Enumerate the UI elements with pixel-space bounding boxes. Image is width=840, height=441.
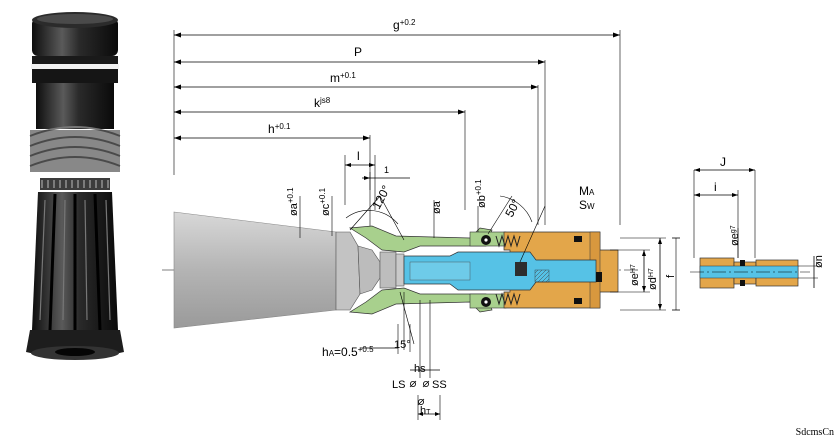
label-sw: SW <box>579 198 595 212</box>
section-view <box>162 195 666 420</box>
dim-b: øb+0.1 <box>474 179 488 208</box>
dim-g: g+0.2 <box>393 18 416 32</box>
tool-holder-cone <box>173 211 337 329</box>
dim-j: J <box>720 155 726 169</box>
dimension-labels: g+0.2 P m+0.1 kjs8 h+0.1 l 1 <box>268 18 416 175</box>
dim-a-second: øa <box>431 200 443 214</box>
label-ss: SS <box>432 379 447 391</box>
dim-l: l <box>357 149 360 163</box>
f-dimension: f <box>665 237 680 311</box>
dim-h: h+0.1 <box>268 122 291 136</box>
dim-m: m+0.1 <box>330 71 356 85</box>
dim-d: ødH7 <box>647 268 659 290</box>
dim-ha: hA=0.5+0.5 <box>322 345 374 359</box>
label-ma: MA <box>579 184 595 198</box>
dim-a: øa+0.1 <box>286 187 300 216</box>
dim-k: kjs8 <box>314 96 331 110</box>
spring-lower <box>495 292 521 306</box>
dim-hs: hs <box>414 363 426 375</box>
watermark: SdcmsCn <box>795 427 834 438</box>
coolant-tube-part: J i øeg7 øn <box>690 155 825 289</box>
dim-f: f <box>665 274 677 278</box>
collet-photo <box>26 12 124 360</box>
dim-e: øeH7 <box>629 264 641 286</box>
dim-angle-15: 15° <box>394 339 411 351</box>
dim-angle-120: 120° <box>369 183 393 212</box>
dimension-lines <box>173 30 621 232</box>
dim-n: øn <box>813 255 825 268</box>
dim-angle-50: 50° <box>502 197 523 220</box>
dim-i: i <box>714 180 717 194</box>
dim-p: P <box>354 45 362 59</box>
dim-e-second: øeg7 <box>729 225 741 246</box>
dim-c: øc+0.1 <box>318 187 332 216</box>
spring-upper <box>495 234 521 248</box>
label-ls: LS <box>392 379 405 391</box>
dim-ht: hT <box>420 405 431 417</box>
dim-1: 1 <box>384 165 389 175</box>
